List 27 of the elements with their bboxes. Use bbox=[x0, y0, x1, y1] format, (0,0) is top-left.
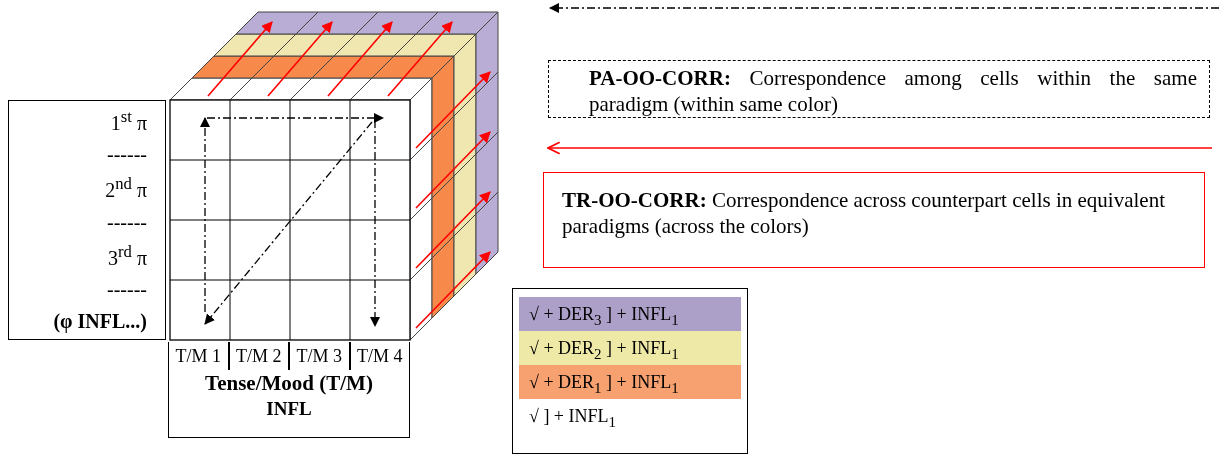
color-band bbox=[519, 297, 741, 331]
legend-box bbox=[543, 172, 1205, 268]
paradigm-label: 2$^{nd}$ π bbox=[105, 176, 147, 200]
paradigm-list-box bbox=[8, 100, 166, 340]
column-label: T/M 1 bbox=[174, 345, 222, 368]
tense-mood-box bbox=[168, 342, 410, 438]
axis-title: INFL bbox=[266, 397, 312, 421]
description-text: PA-OO-CORR: Correspondence among cells within the same paradigm (within same color) bbox=[589, 65, 1197, 117]
formula-label: √ + DER$_{1}$ ] + INFL$_{1}$ bbox=[529, 372, 679, 392]
formula-label: √ + DER$_{2}$ ] + INFL$_{1}$ bbox=[529, 338, 679, 358]
dash-separator: ------ bbox=[107, 144, 147, 165]
column-label: T/M 4 bbox=[348, 342, 409, 370]
dash-separator: ------ bbox=[107, 279, 147, 300]
dash-separator: ------ bbox=[107, 211, 147, 232]
axis-title: Tense/Mood (T/M) bbox=[205, 370, 373, 396]
stem-formula-box bbox=[512, 288, 748, 454]
column-label: T/M 2 bbox=[227, 342, 288, 370]
formula-label: √ + DER$_{3}$ ] + INFL$_{1}$ bbox=[529, 304, 679, 324]
column-label: T/M 3 bbox=[288, 342, 349, 370]
formula-label: √ ] + INFL$_{1}$ bbox=[529, 405, 617, 432]
legend-box bbox=[548, 60, 1210, 118]
color-band bbox=[519, 331, 741, 365]
paradigm-label: 3$^{rd}$ π bbox=[108, 243, 147, 268]
color-band bbox=[519, 365, 741, 399]
paradigm-label: 1$^{st}$ π bbox=[110, 109, 147, 133]
paradigm-label: (φ INFL...) bbox=[53, 310, 147, 331]
description-text: TR-OO-CORR: Correspondence across counterpart cells in equivalent paradigms (across the colors) bbox=[562, 187, 1166, 239]
